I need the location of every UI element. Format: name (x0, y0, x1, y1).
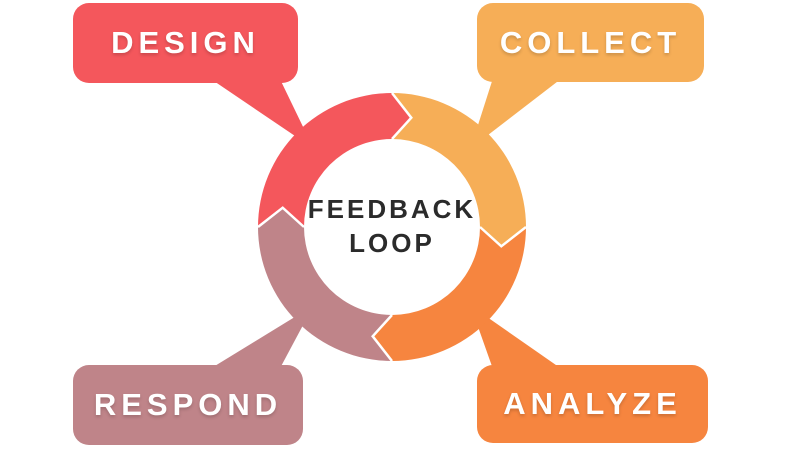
seam-right (479, 226, 527, 248)
analyze-tail (470, 305, 566, 372)
analyze-label: ANALYZE (503, 386, 682, 421)
design-label: DESIGN (111, 25, 260, 60)
ring-segment-collect (392, 93, 526, 247)
center-title-line1: FEEDBACK (307, 194, 477, 225)
ring-segment-design (258, 93, 412, 227)
design-tail (205, 75, 314, 149)
ring-segment-respond (258, 207, 392, 361)
respond-label: RESPOND (93, 387, 283, 422)
collect-bubble: COLLECT (477, 3, 704, 82)
respond-bubble: RESPOND (73, 365, 303, 445)
center-title: FEEDBACK LOOP (282, 182, 502, 272)
seam-bottom (371, 314, 393, 362)
seam-top (391, 92, 413, 140)
collect-tail (470, 75, 566, 149)
design-bubble: DESIGN (73, 3, 298, 83)
collect-label: COLLECT (499, 24, 682, 60)
ring-segment-analyze (372, 227, 526, 361)
analyze-bubble: ANALYZE (477, 365, 708, 443)
seam-left (257, 206, 305, 228)
center-title-line2: LOOP (349, 228, 435, 258)
respond-tail (205, 305, 314, 372)
